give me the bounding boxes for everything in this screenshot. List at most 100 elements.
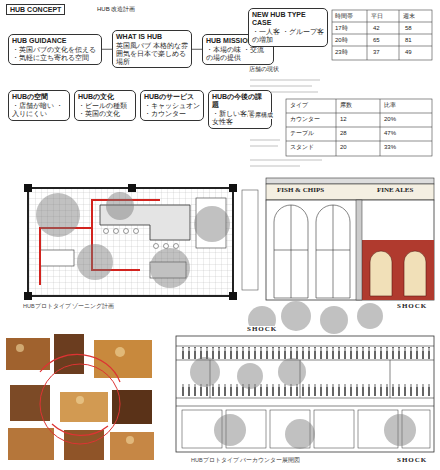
photo <box>110 432 154 460</box>
zone-circles <box>106 192 134 220</box>
arched-window <box>370 251 392 296</box>
note-text: 47% <box>383 130 397 137</box>
zone-circles <box>36 193 80 237</box>
concept-box: HUBのサービス・キャッシュオン ・カウンター <box>140 90 204 121</box>
stools <box>114 229 119 234</box>
red-circle <box>40 354 120 435</box>
table-frame <box>286 99 432 156</box>
stools <box>154 244 159 249</box>
facade-body <box>266 200 434 300</box>
bar-elevation <box>176 336 434 452</box>
table-frame <box>332 10 432 60</box>
zone-circles <box>281 301 311 331</box>
photo <box>6 338 50 370</box>
connector <box>102 49 112 50</box>
note-text: 店舗の現状 <box>248 66 280 73</box>
note-text: 65 <box>372 37 381 44</box>
lamp-glow <box>16 344 24 352</box>
box-heading: HUBの文化 <box>78 93 132 101</box>
photo <box>112 390 152 424</box>
box-heading: HUB GUIDANCE <box>12 37 98 45</box>
note-text: 20時 <box>334 37 349 44</box>
windows <box>274 205 350 298</box>
note-text: 33% <box>383 144 397 151</box>
side-section <box>242 190 258 290</box>
note-text: 比率 <box>383 102 397 109</box>
note-text: 23時 <box>334 49 349 56</box>
column <box>229 184 237 192</box>
box-heading: NEW HUB TYPE CASE <box>252 11 324 27</box>
photo-collage <box>6 334 154 460</box>
sign-text: FINE ALES <box>376 187 414 195</box>
data-table <box>332 10 432 60</box>
box-heading: HUBの今後の課題 <box>212 93 268 109</box>
photo <box>94 340 152 378</box>
cornice <box>266 178 434 184</box>
zone-circles <box>384 414 416 446</box>
stools <box>124 229 129 234</box>
note-text: 席数 <box>339 102 353 109</box>
note-text: 週末 <box>402 13 416 20</box>
fascia <box>266 184 434 200</box>
caption-text: HUBプロトタイプ バーカウンター展開図 <box>190 457 301 463</box>
note-text: カウンター <box>289 116 321 123</box>
concept-box: HUBの今後の課題・新しい客層 ・女性客 <box>208 90 272 129</box>
box-note: ・キャッシュオン ・カウンター <box>144 102 200 118</box>
logo-text: SHOCK <box>246 326 278 334</box>
concept-box: HUBの空間・店舗が暗い ・入りにくい <box>8 90 70 121</box>
elevation-frame <box>176 336 434 452</box>
stools <box>164 244 169 249</box>
zone-circles <box>237 363 263 389</box>
logo-text: SHOCK <box>396 303 428 311</box>
bottle-row <box>180 347 430 359</box>
sign-text: FISH & CHIPS <box>276 187 325 195</box>
zone-circles <box>357 303 383 329</box>
zone-circles <box>36 192 230 288</box>
note-text: 20% <box>383 116 397 123</box>
box-note: 英国風パブ 本格的な雰囲気を日本で楽しめる場所 <box>116 42 188 65</box>
box-note: ・店舗が暗い ・入りにくい <box>12 102 66 118</box>
note-text: 17時 <box>334 25 349 32</box>
zone-circles <box>320 306 348 334</box>
table-grid <box>332 10 432 60</box>
arched-window <box>404 251 426 296</box>
shelf-line <box>176 346 434 406</box>
floor-plan <box>24 184 237 300</box>
data-table <box>286 99 432 156</box>
table-grid <box>286 99 432 156</box>
stools <box>104 229 109 234</box>
box-note: ・一人客 ・グループ客の増加 <box>252 28 324 44</box>
lamp-glow <box>115 347 125 357</box>
column <box>229 292 237 300</box>
concept-box: HUB GUIDANCE・英国パブの文化を伝える ・気軽に立ち寄れる空間 <box>8 34 102 65</box>
note-text: 58 <box>404 25 413 32</box>
note-text: 20 <box>339 144 348 151</box>
windows <box>274 205 350 298</box>
stools <box>134 229 139 234</box>
plan-outline <box>28 188 233 296</box>
box-heading: HUBの空間 <box>12 93 66 101</box>
lamp-glow <box>126 436 134 444</box>
column <box>128 184 136 192</box>
concept-box: NEW HUB TYPE CASE・一人客 ・グループ客の増加 <box>248 8 328 47</box>
red-circle <box>40 364 120 444</box>
caption-text: HUBプロトタイプ ゾーニング計画 <box>22 303 115 309</box>
pilaster <box>356 200 362 300</box>
connector <box>192 49 202 50</box>
lamp-glow <box>76 396 84 404</box>
box-note: ・英国パブの文化を伝える ・気軽に立ち寄れる空間 <box>12 46 98 62</box>
note-text: 12 <box>339 116 348 123</box>
note-text: タイプ <box>289 102 309 109</box>
counter-panels <box>314 410 354 448</box>
note-text: 28 <box>339 130 348 137</box>
zone-circles <box>150 248 190 288</box>
stools <box>104 229 179 249</box>
zone-circles <box>194 206 230 242</box>
note-text: 37 <box>372 49 381 56</box>
note-text: HUB 改造計画 <box>96 6 136 13</box>
zone-circles <box>214 414 246 446</box>
facade-elevation <box>266 178 434 300</box>
note-text: 42 <box>372 25 381 32</box>
note-text: 49 <box>404 49 413 56</box>
